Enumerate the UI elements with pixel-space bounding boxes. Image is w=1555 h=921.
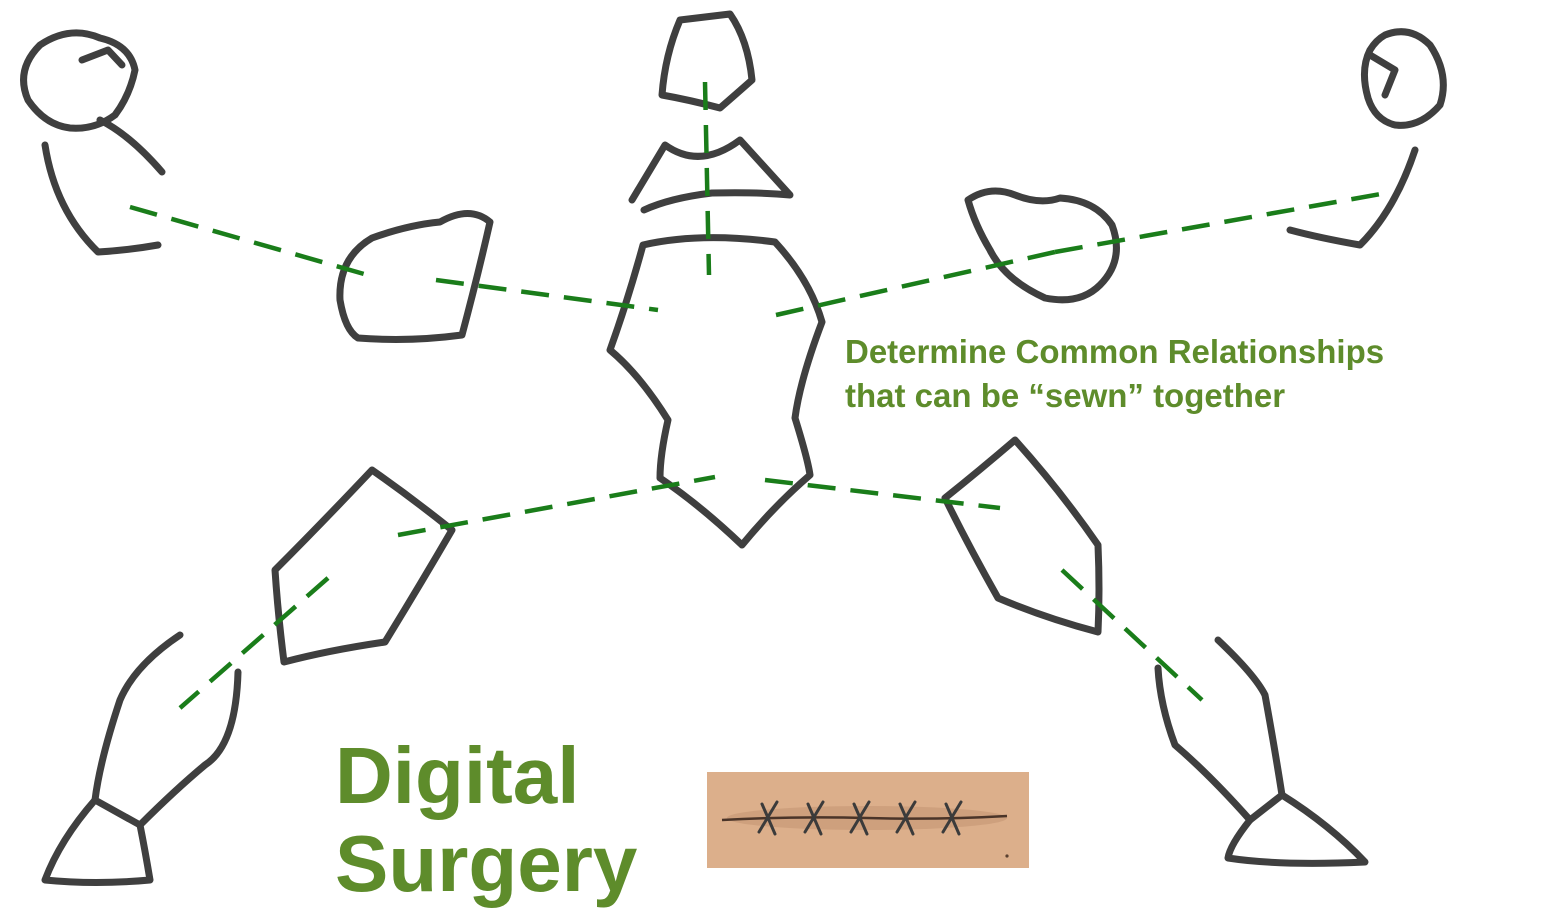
fist-right-icon	[1364, 32, 1443, 126]
seam-right-thigh-shin	[1062, 570, 1202, 700]
shin-right-icon	[1158, 640, 1282, 820]
title-line-2: Surgery	[335, 820, 637, 908]
title-line-1: Digital	[335, 732, 637, 820]
relationship-caption: Determine Common Relationships that can …	[845, 330, 1384, 418]
seam-torso-left-thigh	[398, 477, 715, 535]
seam-left-thigh-shin	[180, 578, 328, 708]
thigh-right-icon	[945, 440, 1099, 632]
foot-left-icon	[45, 800, 150, 883]
thigh-left-icon	[275, 470, 452, 662]
caption-line-2: that can be “sewn” together	[845, 374, 1384, 418]
caption-line-1: Determine Common Relationships	[845, 330, 1384, 374]
upper-arm-left-icon	[340, 214, 490, 340]
foot-right-icon	[1228, 795, 1365, 863]
upper-arm-right-icon	[968, 191, 1116, 300]
torso-icon	[610, 238, 822, 545]
shin-left-icon	[95, 635, 238, 825]
forearm-left-icon	[45, 145, 158, 252]
digital-surgery-title: Digital Surgery	[335, 732, 637, 908]
stitches-image-icon	[707, 772, 1029, 868]
seam-head-torso	[705, 82, 709, 275]
seam-left-forearm-bicep	[130, 207, 378, 278]
neck-icon	[632, 140, 790, 210]
